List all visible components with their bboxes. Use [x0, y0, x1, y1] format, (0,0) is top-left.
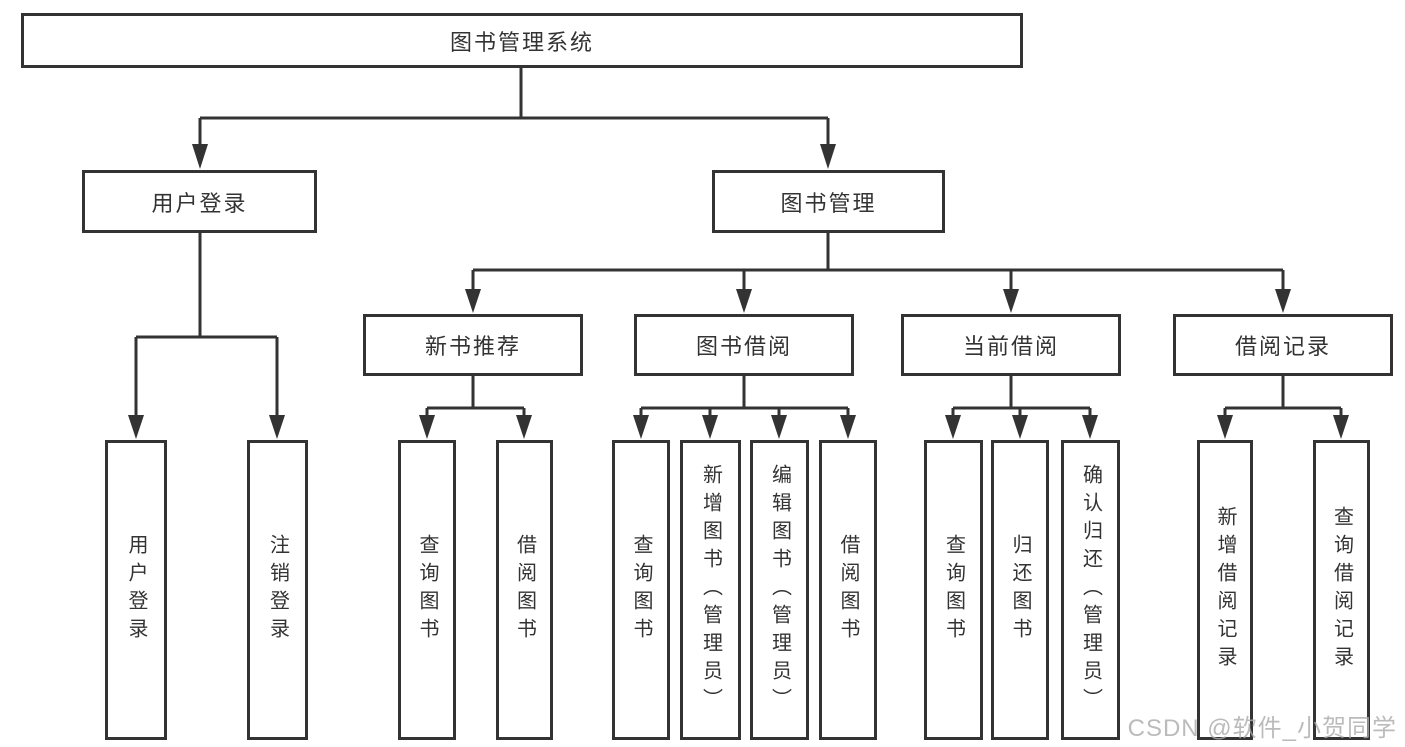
leaf-recommend-query-books-label: 查询图书 — [416, 534, 438, 646]
leaf-logout: 注销登录 — [247, 440, 308, 740]
arrowheads — [128, 144, 1349, 439]
node-book-management: 图书管理 — [712, 170, 945, 233]
leaf-query-borrow-record-label: 查询借阅记录 — [1330, 506, 1353, 674]
node-current-borrow-label: 当前借阅 — [962, 334, 1059, 359]
node-new-book-recommend-label: 新书推荐 — [424, 334, 521, 359]
leaf-return-books: 归还图书 — [991, 440, 1049, 740]
leaf-recommend-borrow-books-label: 借阅图书 — [513, 534, 536, 646]
leaf-add-books-admin: 新增图书（管理员） — [680, 440, 741, 740]
leaf-return-books-label: 归还图书 — [1009, 534, 1031, 646]
node-new-book-recommend: 新书推荐 — [363, 314, 583, 376]
node-current-borrow: 当前借阅 — [901, 314, 1121, 376]
csdn-watermark: CSDN @软件_小贺同学 — [1127, 715, 1397, 742]
node-root: 图书管理系统 — [21, 13, 1023, 68]
leaf-user-login: 用户登录 — [105, 440, 167, 740]
leaf-add-borrow-record: 新增借阅记录 — [1197, 440, 1253, 740]
node-user-login-label: 用户登录 — [151, 190, 248, 216]
node-book-borrow-label: 图书借阅 — [695, 334, 792, 359]
leaf-confirm-return-admin: 确认归还（管理员） — [1061, 440, 1120, 740]
node-book-borrow: 图书借阅 — [634, 314, 854, 376]
leaf-borrow-borrow-books-label: 借阅图书 — [837, 534, 859, 646]
leaf-edit-books-admin-label: 编辑图书（管理员） — [768, 464, 791, 716]
leaf-recommend-borrow-books: 借阅图书 — [496, 440, 553, 740]
leaf-edit-books-admin: 编辑图书（管理员） — [750, 440, 809, 740]
node-borrow-records: 借阅记录 — [1173, 314, 1393, 376]
node-root-label: 图书管理系统 — [449, 29, 594, 55]
leaf-query-borrow-record: 查询借阅记录 — [1313, 440, 1370, 740]
leaf-current-query-books-label: 查询图书 — [942, 534, 965, 646]
leaf-logout-label: 注销登录 — [266, 534, 289, 646]
leaf-borrow-query-books: 查询图书 — [612, 440, 670, 740]
leaf-confirm-return-admin-label: 确认归还（管理员） — [1079, 464, 1102, 716]
leaf-borrow-borrow-books: 借阅图书 — [819, 440, 877, 740]
leaf-current-query-books: 查询图书 — [924, 440, 983, 740]
node-book-management-label: 图书管理 — [780, 190, 877, 216]
leaf-add-borrow-record-label: 新增借阅记录 — [1214, 506, 1236, 674]
connector-strokes — [134, 68, 1343, 417]
leaf-borrow-query-books-label: 查询图书 — [630, 534, 652, 646]
node-user-login: 用户登录 — [82, 170, 317, 233]
leaf-add-books-admin-label: 新增图书（管理员） — [699, 464, 722, 716]
node-borrow-records-label: 借阅记录 — [1234, 334, 1331, 359]
leaf-recommend-query-books: 查询图书 — [398, 440, 456, 740]
leaf-user-login-label: 用户登录 — [125, 534, 147, 646]
